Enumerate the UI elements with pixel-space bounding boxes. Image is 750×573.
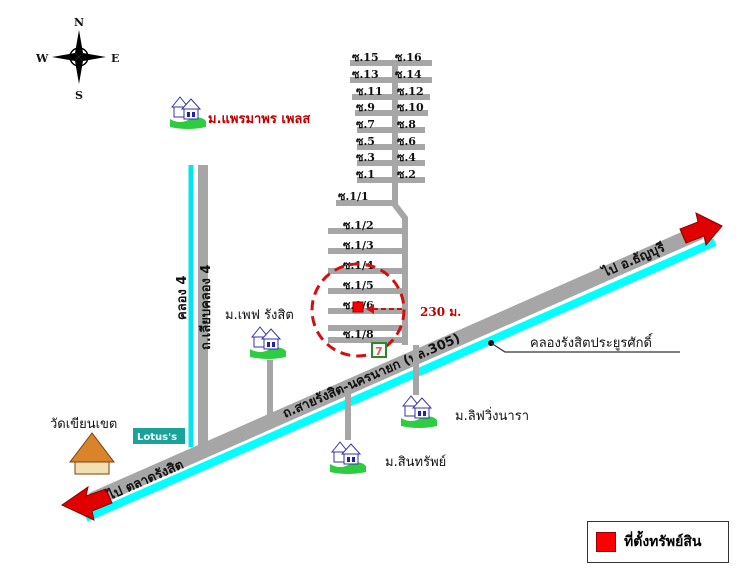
soi-label: ซ.9: [356, 101, 375, 114]
legend: ที่ตั้งทรัพย์สิน: [587, 521, 729, 563]
soi-label: ซ.14: [395, 68, 422, 81]
canal-leader-line: [490, 342, 680, 353]
svg-text:7: 7: [375, 345, 383, 358]
village-happy-label: ม.เพฟ รังสิต: [225, 308, 294, 323]
road-canal-4-label: ถ.เลียบคลอง 4: [198, 265, 214, 350]
soi-label: ซ.3: [356, 151, 375, 164]
soi-label: ซ.4: [397, 151, 416, 164]
temple-label: วัดเขียนเขต: [50, 416, 117, 432]
compass-south: S: [75, 89, 83, 102]
canal-rangsit: [84, 238, 717, 522]
compass-west: W: [35, 52, 49, 65]
village-lifvingnara-label: ม.ลิฟวิ่งนารา: [455, 407, 529, 424]
soi-label: ซ.1/5: [343, 279, 374, 292]
arrow-to-market-icon: [61, 485, 113, 521]
property-marker-swatch: [596, 532, 616, 552]
temple-icon: [68, 432, 116, 475]
legend-label: ที่ตั้งทรัพย์สิน: [624, 534, 702, 550]
lotus-logo: Lotus's: [133, 428, 185, 444]
soi-label: ซ.1/8: [343, 328, 374, 341]
soi-labels-top: ซ.15 ซ.16 ซ.13 ซ.14 ซ.11 ซ.12 ซ.9 ซ.10 ซ.7 ซ.8 ซ.5…: [352, 51, 424, 181]
soi-network: [267, 60, 432, 440]
soi-label: ซ.1/3: [343, 239, 374, 252]
compass-north: N: [74, 16, 84, 29]
soi-label: ซ.15: [352, 51, 379, 64]
village-praemaporn-label: ม.แพรมาพร เพลส: [208, 112, 310, 127]
compass-icon: N S W E: [35, 16, 119, 102]
soi-label: ซ.1/2: [343, 219, 374, 232]
village-lifvingnara-house-icon: [401, 395, 437, 428]
arrow-to-thanyaburi-icon: [679, 212, 723, 247]
soi-label: ซ.1/1: [338, 190, 369, 203]
soi-label: ซ.8: [397, 118, 416, 131]
main-road: [88, 225, 704, 507]
soi-label: ซ.11: [356, 85, 383, 98]
distance-arrow-icon: [366, 304, 374, 314]
svg-text:Lotus's: Lotus's: [137, 432, 177, 443]
soi-label: ซ.10: [397, 101, 424, 114]
soi-label: ซ.6: [397, 135, 416, 148]
soi-label: ซ.2: [397, 168, 416, 181]
property-marker[interactable]: [352, 301, 364, 313]
village-happy-house-icon: [250, 326, 286, 359]
soi-label: ซ.5: [356, 135, 375, 148]
soi-label: ซ.16: [395, 51, 422, 64]
seven-eleven-icon: 7: [371, 342, 387, 358]
soi-label: ซ.7: [356, 118, 375, 131]
canal-4-label: คลอง 4: [175, 276, 190, 320]
village-sinsap-label: ม.สินทรัพย์: [385, 454, 446, 470]
soi-label: ซ.12: [397, 85, 424, 98]
village-sinsap-house-icon: [330, 441, 366, 474]
soi-label: ซ.1: [356, 168, 375, 181]
soi-label: ซ.13: [352, 68, 379, 81]
canal-rangsit-label: คลองรังสิตประยูรศักดิ์: [530, 333, 654, 351]
compass-east: E: [111, 52, 119, 65]
village-praemaporn-house-icon: [170, 96, 206, 129]
radius-circle: [310, 262, 406, 358]
distance-label: 230 ม.: [420, 305, 461, 319]
